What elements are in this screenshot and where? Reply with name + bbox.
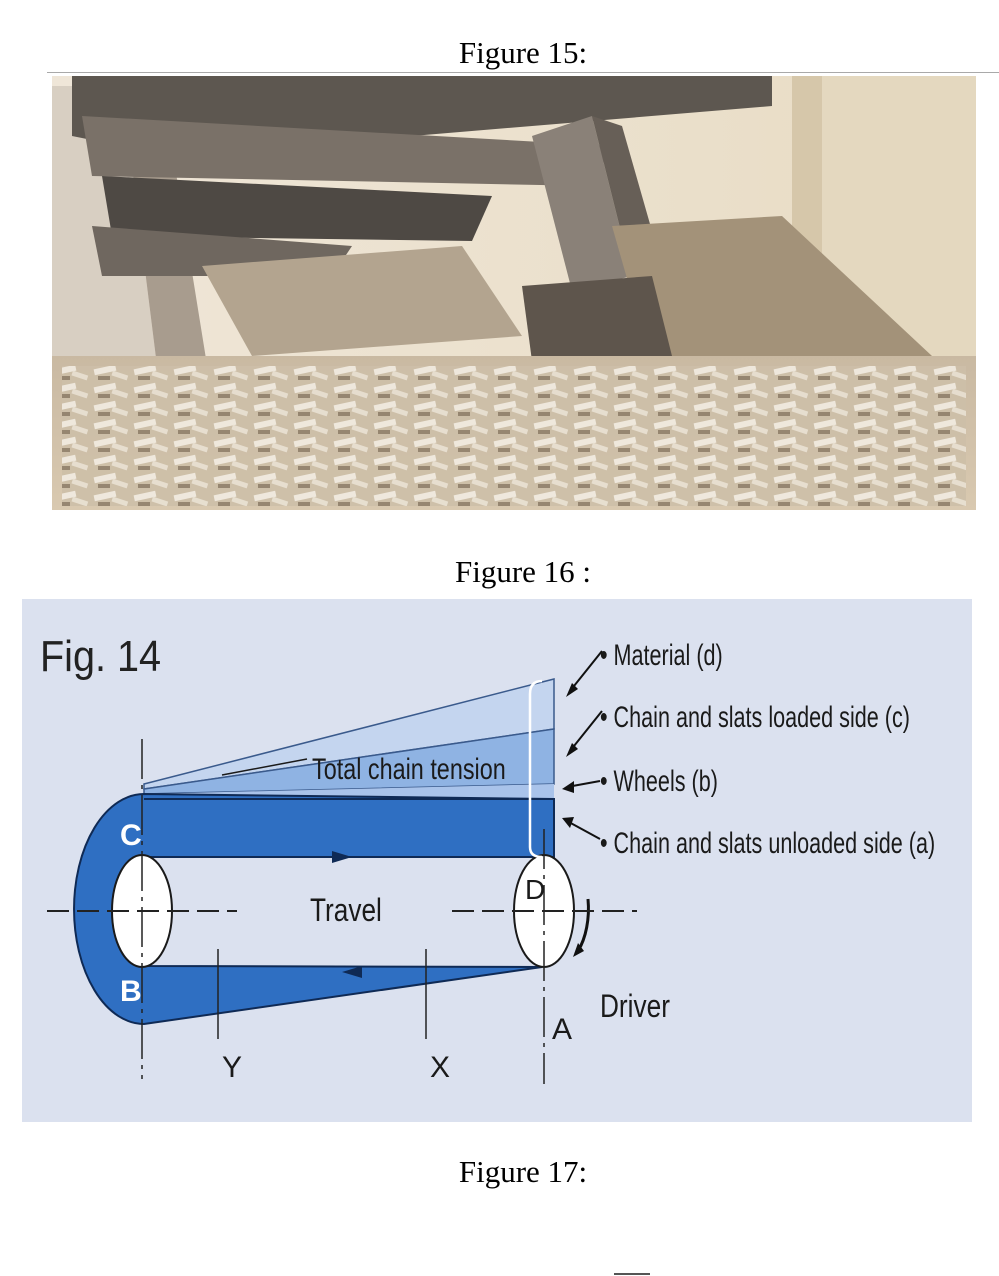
legend-loaded-side: • Chain and slats loaded side (c)	[600, 699, 910, 733]
chain-tension-diagram: Fig. 14 Total chain tension • Material (…	[22, 599, 972, 1122]
figure-16-caption: Figure 16 :	[0, 552, 999, 592]
collapse-photo	[52, 76, 976, 510]
driver-label: Driver	[600, 990, 670, 1025]
point-a-label: A	[552, 1013, 572, 1046]
horizontal-rule	[47, 72, 999, 73]
total-chain-tension-label: Total chain tension	[312, 752, 506, 785]
travel-label: Travel	[310, 894, 382, 929]
legend-unloaded-side: • Chain and slats unloaded side (a)	[600, 825, 935, 859]
point-d-label: D	[525, 874, 545, 905]
figure-17-caption: Figure 17:	[0, 1152, 999, 1192]
legend-material: • Material (d)	[600, 637, 723, 671]
point-y-label: Y	[222, 1051, 242, 1084]
diagram-panel	[22, 599, 972, 1122]
point-c-label: C	[120, 819, 142, 852]
point-x-label: X	[430, 1051, 450, 1084]
diagram-title: Fig. 14	[40, 631, 161, 680]
point-b-label: B	[120, 975, 142, 1008]
page-mark	[614, 1273, 650, 1275]
figure-15-caption: Figure 15:	[0, 33, 999, 73]
legend-wheels: • Wheels (b)	[600, 763, 718, 797]
